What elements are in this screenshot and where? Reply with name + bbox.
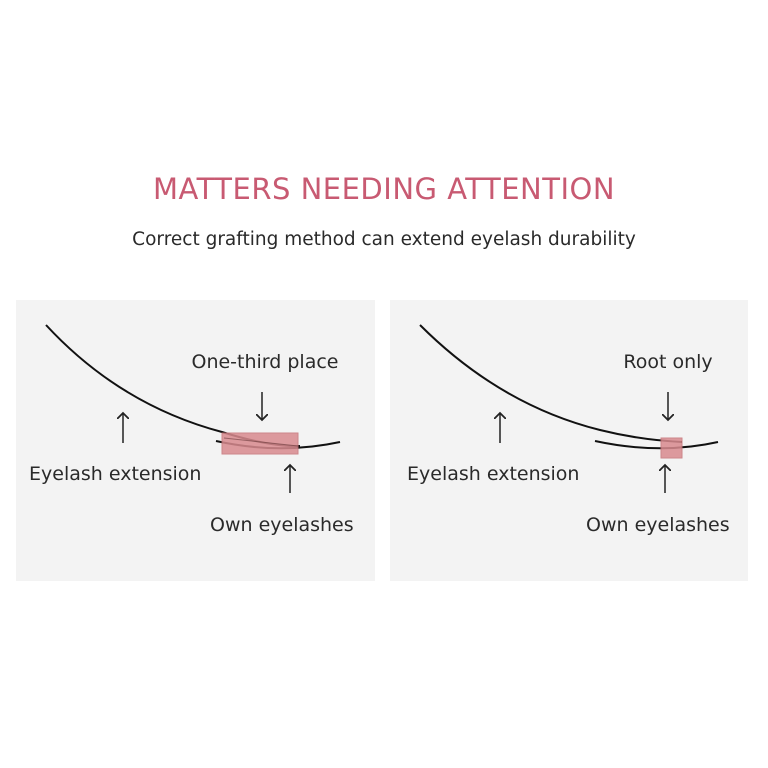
extension-label: Eyelash extension (29, 463, 201, 485)
own-eyelashes-label: Own eyelashes (586, 514, 730, 536)
page-subtitle: Correct grafting method can extend eyela… (132, 229, 636, 250)
bond-line (223, 437, 299, 447)
own-eyelash-curve (594, 440, 719, 450)
own-eyelashes-label: Own eyelashes (210, 514, 354, 536)
page-title: MATTERS NEEDING ATTENTION (152, 172, 616, 206)
panel-background (16, 300, 375, 581)
panel-one-third: One-third place Eyelash extension Own ey… (16, 300, 375, 581)
placement-label: Root only (623, 351, 712, 373)
panel-root-only: Root only Eyelash extension Own eyelashe… (390, 300, 748, 581)
placement-label: One-third place (191, 351, 338, 373)
bond-area (660, 437, 683, 459)
extension-label: Eyelash extension (407, 463, 579, 485)
eyelash-extension-curve (419, 324, 683, 443)
panel-background (390, 300, 748, 581)
bond-area (221, 432, 299, 455)
